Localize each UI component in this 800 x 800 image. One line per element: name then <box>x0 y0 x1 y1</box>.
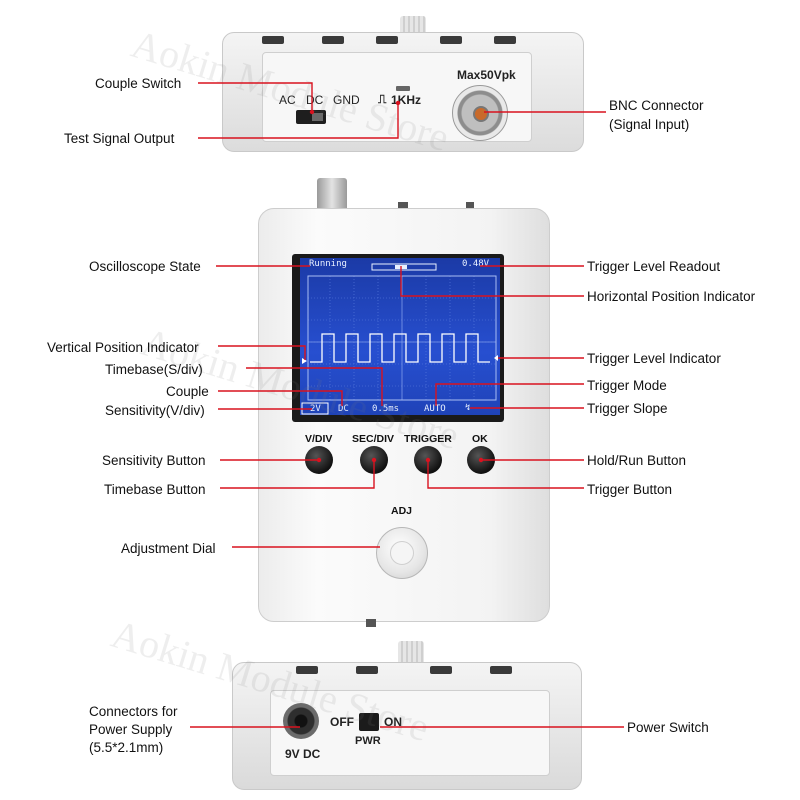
power-supply-label-line2: Power Supply <box>89 722 173 737</box>
bottom-connector-panel <box>270 690 550 776</box>
trigger-button-label: TRIGGER <box>404 433 452 445</box>
off-label: OFF <box>330 715 354 729</box>
power-input-label: 9V DC <box>285 747 321 761</box>
max-voltage-label: Max50Vpk <box>457 68 516 82</box>
switch-nub <box>398 202 408 210</box>
couple-switch-label: Couple Switch <box>95 76 182 91</box>
trigger-level-indicator-label: Trigger Level Indicator <box>587 351 721 366</box>
ok-button-label: OK <box>472 433 488 445</box>
button-top-view <box>494 36 516 44</box>
screen-sensitivity-text: 2V <box>310 404 321 414</box>
button-top-view <box>440 36 462 44</box>
bnc-connector-sublabel: (Signal Input) <box>609 117 690 132</box>
timebase-button-label: Timebase Button <box>104 482 206 497</box>
button-bottom-view <box>430 666 452 674</box>
test-signal-output-label: Test Signal Output <box>64 131 175 146</box>
power-slide-switch[interactable] <box>359 713 379 731</box>
power-jack[interactable] <box>283 703 319 739</box>
trigger-slope-label: Trigger Slope <box>587 401 668 416</box>
sensitivity-button-label: Sensitivity Button <box>102 453 206 468</box>
screen-couple-text: DC <box>338 404 349 414</box>
power-supply-label-line3: (5.5*2.1mm) <box>89 740 164 755</box>
secdiv-button[interactable] <box>360 446 388 474</box>
secdiv-button-label: SEC/DIV <box>352 433 395 445</box>
test-signal-terminal <box>396 86 410 91</box>
on-label: ON <box>384 715 402 729</box>
button-bottom-view <box>356 666 378 674</box>
adj-knob-bottom-view <box>398 641 424 665</box>
power-switch-label: Power Switch <box>627 720 709 735</box>
button-bottom-view <box>490 666 512 674</box>
trigger-mode-label: Trigger Mode <box>587 378 667 393</box>
button-top-view <box>376 36 398 44</box>
oscilloscope-state-label: Oscilloscope State <box>89 259 201 274</box>
timebase-label: Timebase(S/div) <box>105 362 203 377</box>
horizontal-position-indicator-label: Horizontal Position Indicator <box>587 289 756 304</box>
power-supply-label-line1: Connectors for <box>89 704 178 719</box>
trigger-button-callout-label: Trigger Button <box>587 482 673 497</box>
ok-button[interactable] <box>467 446 495 474</box>
button-top-view <box>262 36 284 44</box>
bnc-connector-front-view <box>317 178 347 212</box>
screen-trigger-slope-icon: ↯ <box>465 403 471 413</box>
adjustment-dial-label: Adjustment Dial <box>121 541 216 556</box>
screen-state-text: Running <box>309 259 347 269</box>
vertical-position-indicator-label: Vertical Position Indicator <box>47 340 199 355</box>
bottom-nub <box>366 619 376 627</box>
adj-label: ADJ <box>391 505 413 517</box>
screen-trigger-level-text: 0.48V <box>462 259 490 269</box>
bnc-connector-label: BNC Connector <box>609 98 704 113</box>
screen-timebase-text: 0.5ms <box>372 404 400 414</box>
bnc-pin <box>473 106 489 122</box>
hold-run-button-label: Hold/Run Button <box>587 453 687 468</box>
pwr-label: PWR <box>355 735 381 747</box>
couple-label: Couple <box>166 384 209 399</box>
button-top-view <box>322 36 344 44</box>
adjustment-dial-cap <box>390 541 414 565</box>
square-wave-icon: ⎍ <box>378 92 387 106</box>
vdiv-button[interactable] <box>305 446 333 474</box>
switch-nub <box>466 202 474 210</box>
trigger-level-readout-label: Trigger Level Readout <box>587 259 721 274</box>
screen-trigger-mode-text: AUTO <box>424 404 446 414</box>
button-bottom-view <box>296 666 318 674</box>
sensitivity-label: Sensitivity(V/div) <box>105 403 205 418</box>
vdiv-button-label: V/DIV <box>305 433 333 445</box>
